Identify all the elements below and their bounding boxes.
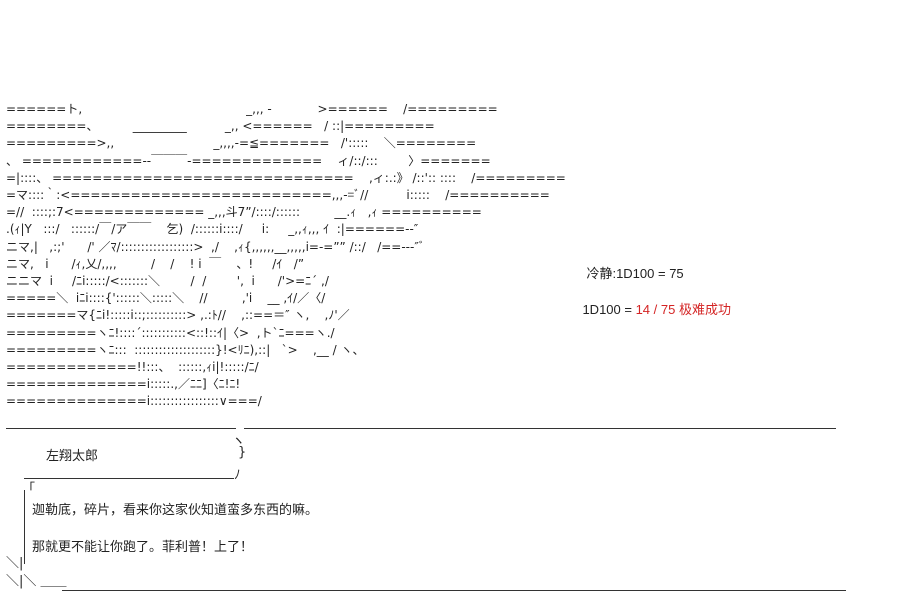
dialogue-open-bracket: 「 xyxy=(22,482,36,497)
ascii-art-line: ニマ, i /ｨ,乂/,,,, / / ! i ￣ 、! /ｲ /” xyxy=(6,256,305,271)
dialogue-line-2: 那就更不能让你跑了。菲利普！上了！ xyxy=(32,540,254,555)
bottom-rule xyxy=(62,590,846,591)
ascii-art-line: 、 ============-‐￣￣￣‐============= ィ/::/:… xyxy=(6,153,491,168)
ascii-art-line: =====＼ iﾆi::::{'::::::＼:::::＼ // ,'i __ … xyxy=(6,291,326,306)
ascii-art-line: =========ヽﾆ::: ::::::::::::::::::::}!<ﾘﾆ… xyxy=(6,342,365,357)
dialogue-left-bar xyxy=(24,490,25,564)
dialogue-corner-1: ＼| xyxy=(6,556,24,571)
speaker-frame-bottom-rule xyxy=(24,478,234,479)
speaker-frame-right-top: ヽ xyxy=(232,434,246,449)
ascii-art-line: ニニマ i /ﾆi:::::/<:::::::＼ / / ', i /'>=ﾆ´… xyxy=(6,274,329,288)
ascii-art-line: =========>,, _,,,,-=≦======= /'::::: ＼==… xyxy=(6,136,477,151)
ascii-art-line: =======マ{ﾆi!:::::i::;::::::::::> ,.:ﾄ// … xyxy=(6,308,350,323)
roll-result-check: 1D100 = 14 / 75 极难成功 xyxy=(568,284,731,333)
speaker-frame-top-rule xyxy=(6,428,236,429)
scene-divider-rule xyxy=(244,428,836,429)
roll-label: 冷静:1D100 = 75 xyxy=(586,266,684,281)
dialogue-line-1: 迦勒底，碎片，看来你这家伙知道蛮多东西的嘛。 xyxy=(32,503,319,518)
speaker-frame-right-mid: } xyxy=(238,445,247,460)
ascii-art-line: ========、 _________ _,, <====== / ::|===… xyxy=(6,119,435,134)
ascii-art-line: ======ト, _,,, - >====== /========= xyxy=(6,102,498,116)
roll-outcome: 极难成功 xyxy=(678,302,731,317)
ascii-art-line: ニマ,| ,:;' /' ／ﾏ/::::::::::::::::::> ,/ ,… xyxy=(6,239,425,254)
ascii-art-line: .(ｨ|Y :::/ ::::::/￣/ア￣￣ 乞) /::::::i::::/… xyxy=(6,222,419,237)
ascii-art-line: ==============i:::::.,／ﾆﾆ]〈ﾆ!ﾆ! xyxy=(6,377,241,392)
ascii-art-line: =============!!:::、 ::::::,ｨi|!:::::/ﾆ/ xyxy=(6,360,259,374)
ascii-art-line: =// ::::;:7<============= _,,,斗7”/::::/:… xyxy=(6,205,482,220)
speaker-frame-bottom-hook: ﾉ xyxy=(234,468,241,483)
ascii-art-line: =========ヽﾆ!::::´:::::::::::<::!::ｲ|〈> ,… xyxy=(6,325,335,340)
speaker-name: 左翔太郎 xyxy=(46,449,99,464)
ascii-art-line: =|::::、 ============================== ,… xyxy=(6,170,566,185)
ascii-art-line: ==============i:::::::::::::::::∨===/ xyxy=(6,394,262,409)
roll-result-calm: 冷静:1D100 = 75 xyxy=(572,248,684,297)
roll-prefix: 1D100 = xyxy=(582,302,636,317)
ascii-art-line: =マ::::｀:<==========================,,,-=… xyxy=(6,188,550,202)
dialogue-corner-2: ＼|＼ ＿＿ xyxy=(6,574,67,589)
roll-value: 14 / 75 xyxy=(635,302,676,317)
